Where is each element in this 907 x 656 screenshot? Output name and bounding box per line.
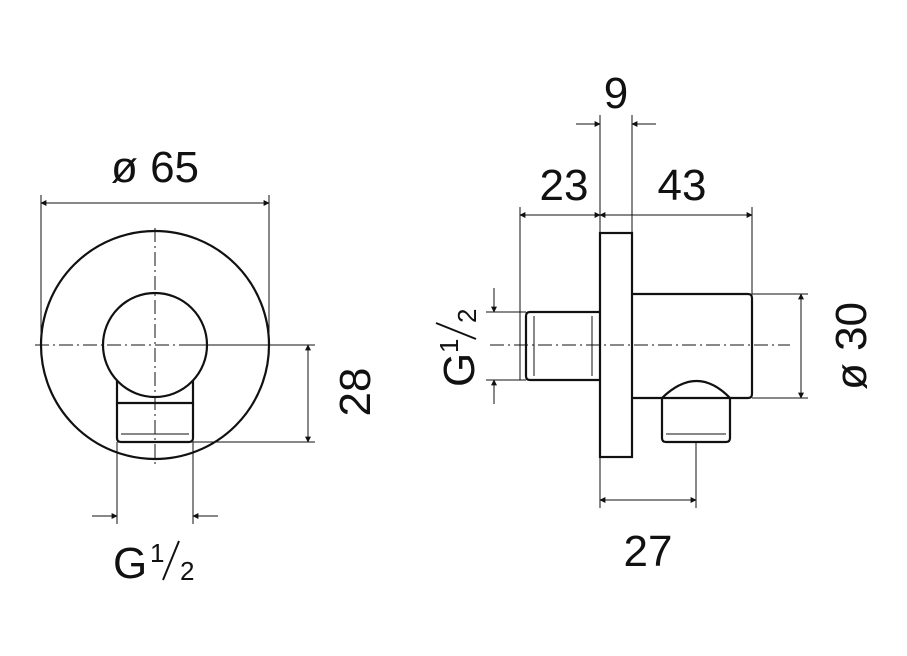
side-outlet-label: 27 (624, 527, 673, 576)
front-diameter-label: ø 65 (111, 143, 199, 192)
front-thread-main: G (113, 539, 147, 588)
side-thread-main: G (435, 353, 484, 387)
side-outlet-dome (661, 379, 731, 399)
side-view: 9 23 43 ø 30 27 G 1 2 (434, 69, 876, 576)
front-thread-bottom: 2 (180, 556, 194, 586)
side-body (632, 292, 754, 400)
side-flange-label: 9 (604, 69, 628, 118)
front-outlet (115, 403, 195, 444)
front-thread-slash (162, 540, 180, 581)
front-thread-top: 1 (150, 538, 164, 568)
front-thread-label: G 1 2 (113, 538, 194, 588)
side-thread-label: G 1 2 (434, 309, 484, 387)
side-outlet (660, 398, 732, 444)
side-left-label: 23 (540, 161, 589, 210)
side-diameter-label: ø 30 (827, 302, 876, 390)
side-thread-bottom: 2 (452, 309, 482, 323)
front-height-label: 28 (331, 368, 380, 417)
side-right-label: 43 (658, 161, 707, 210)
side-thread-top: 1 (434, 339, 464, 353)
front-neck (115, 380, 195, 405)
front-view: ø 65 28 G 1 2 (35, 143, 380, 588)
side-thread-slash (435, 322, 477, 340)
side-flange (598, 231, 634, 459)
side-inlet (524, 310, 600, 382)
